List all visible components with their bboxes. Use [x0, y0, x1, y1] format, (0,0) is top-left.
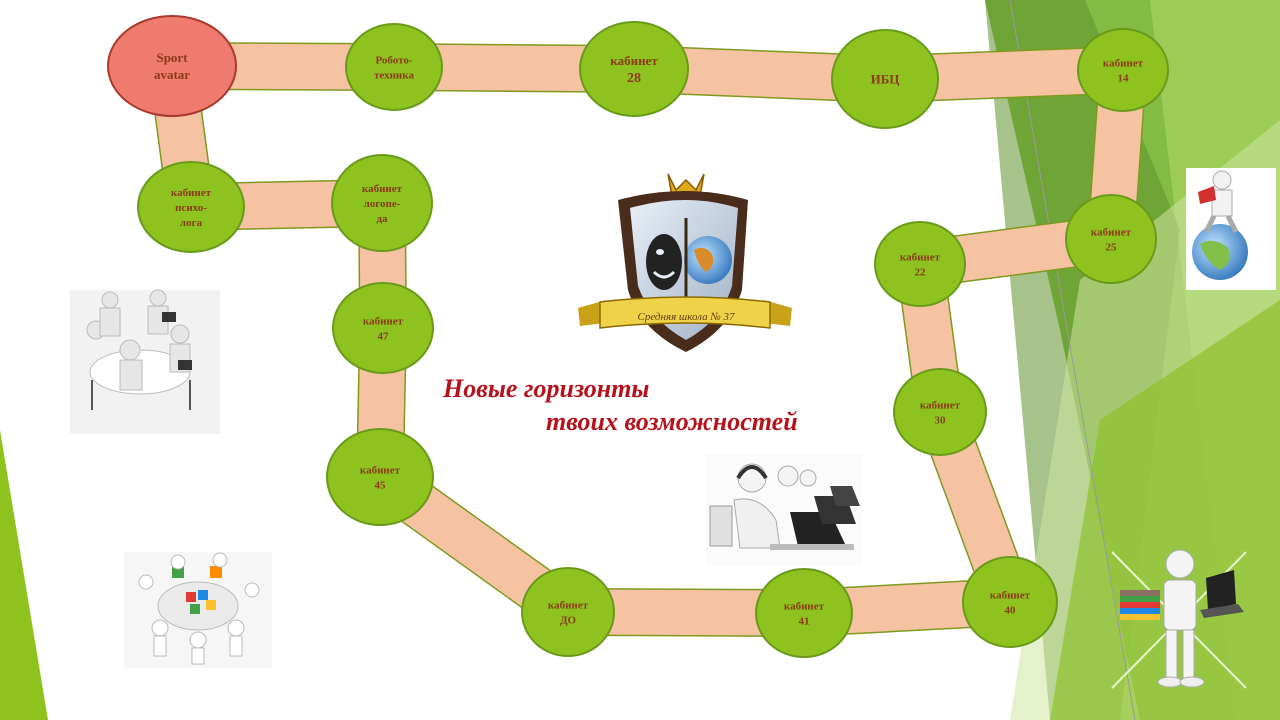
node-label: 40 — [1005, 604, 1017, 616]
board-node-room-22[interactable]: кабинет 22 — [874, 221, 966, 307]
node-circle[interactable] — [1077, 28, 1169, 112]
school-emblem-icon: Средняя школа № 37 — [578, 173, 792, 352]
node-label: техника — [374, 69, 414, 81]
node-label: Sport — [156, 50, 188, 65]
emblem-banner-text: Средняя школа № 37 — [637, 311, 735, 323]
node-label: 22 — [915, 266, 927, 278]
board-node-room-14[interactable]: кабинет 14 — [1077, 28, 1169, 112]
board-node-room-41[interactable]: кабинет 41 — [755, 568, 853, 658]
board-node-speech-therapist[interactable]: кабинет логопе-да — [331, 154, 433, 252]
globe-reader-icon — [1186, 168, 1276, 290]
node-label: 28 — [627, 71, 641, 86]
node-label: 14 — [1118, 72, 1130, 84]
node-label: кабинет — [784, 600, 825, 612]
node-circle[interactable] — [755, 568, 853, 658]
meeting-people-icon — [70, 289, 220, 434]
puzzle-team-icon — [124, 552, 272, 668]
node-circle[interactable] — [1065, 194, 1157, 284]
node-circle[interactable] — [874, 221, 966, 307]
node-label: логопе- — [364, 198, 401, 210]
board-node-room-25[interactable]: кабинет 25 — [1065, 194, 1157, 284]
board-node-room-30[interactable]: кабинет 30 — [893, 368, 987, 456]
node-label: кабинет — [360, 464, 401, 476]
call-center-icon — [706, 454, 862, 566]
slogan-line-1: Новые горизонты — [443, 374, 650, 403]
books-laptop-icon — [1111, 549, 1247, 689]
node-circle[interactable] — [831, 29, 939, 129]
board-node-sport-avatar[interactable]: Sport avatar — [107, 15, 237, 117]
node-circle[interactable] — [345, 23, 443, 111]
node-label: 41 — [799, 615, 810, 627]
node-circle[interactable] — [107, 15, 237, 117]
node-label: кабинет — [920, 399, 961, 411]
node-label: кабинет — [610, 53, 658, 68]
node-label: 45 — [375, 479, 387, 491]
node-label: avatar — [154, 67, 190, 82]
board-node-room-47[interactable]: кабинет 47 — [332, 282, 434, 374]
node-label: кабинет — [363, 315, 404, 327]
node-label: кабинет — [990, 589, 1031, 601]
node-label: да — [376, 213, 388, 225]
node-label: лога — [180, 217, 203, 229]
node-label: 25 — [1106, 241, 1118, 253]
node-label: ИБЦ — [871, 72, 900, 87]
slogan-line-2: твоих возможностей — [546, 407, 798, 436]
board-node-room-45[interactable]: кабинет 45 — [326, 428, 434, 526]
node-circle[interactable] — [137, 161, 245, 253]
node-label: ДО — [560, 614, 577, 626]
node-circle[interactable] — [332, 282, 434, 374]
node-label: кабинет — [171, 187, 212, 199]
board-node-ibc[interactable]: ИБЦ — [831, 29, 939, 129]
node-circle[interactable] — [962, 556, 1058, 648]
board-nodes: Sport avatar Робото-техника кабинет 28 ИБЦ каб… — [107, 15, 1169, 658]
node-label: кабинет — [900, 251, 941, 263]
board-path — [148, 42, 1147, 637]
node-label: 47 — [378, 330, 390, 342]
node-label: кабинет — [362, 183, 403, 195]
node-circle[interactable] — [579, 21, 689, 117]
node-label: кабинет — [1103, 57, 1144, 69]
node-circle[interactable] — [326, 428, 434, 526]
node-label: Робото- — [375, 54, 412, 66]
board-node-robotics[interactable]: Робото-техника — [345, 23, 443, 111]
board-node-psychologist[interactable]: кабинет психо-лога — [137, 161, 245, 253]
node-label: 30 — [935, 414, 947, 426]
node-circle[interactable] — [331, 154, 433, 252]
board-node-room-40[interactable]: кабинет 40 — [962, 556, 1058, 648]
node-circle[interactable] — [893, 368, 987, 456]
node-circle[interactable] — [521, 567, 615, 657]
node-label: психо- — [175, 202, 207, 214]
node-label: кабинет — [548, 599, 589, 611]
board-node-room-28[interactable]: кабинет 28 — [579, 21, 689, 117]
node-label: кабинет — [1091, 226, 1132, 238]
